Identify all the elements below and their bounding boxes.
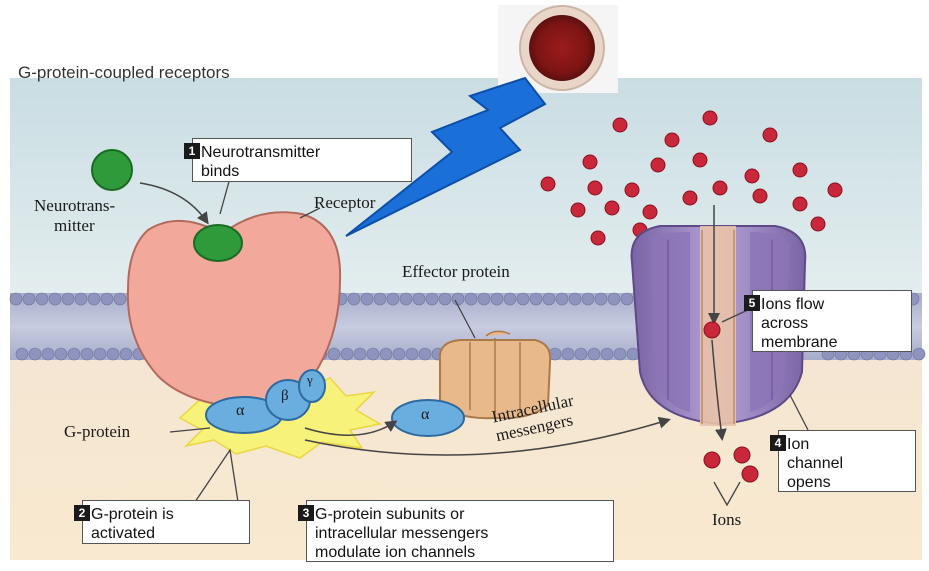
step3-callout: 3 G-protein subunits or intracellular me…: [298, 500, 614, 562]
g-protein-label: G-protein: [64, 422, 131, 441]
ion: [744, 168, 760, 184]
ions-label: Ions: [712, 510, 742, 529]
step2-callout: 2 G-protein is activated: [74, 500, 250, 544]
ion: [570, 202, 586, 218]
step4-line1: Ion: [787, 436, 810, 453]
ions-pointer: [713, 481, 741, 507]
g-protein: [205, 369, 326, 434]
neurotransmitter-label: Neurotrans- mitter: [34, 196, 115, 236]
ion: [650, 157, 666, 173]
ion: [752, 188, 768, 204]
petri-dish-icon: [498, 5, 618, 93]
ion: [792, 196, 808, 212]
neurotransmitter-label-line1: Neurotrans-: [34, 196, 116, 215]
step4-callout: 4 Ion channel opens: [770, 430, 916, 492]
step5-line2: across: [761, 315, 809, 332]
receptor: [126, 211, 342, 410]
step2-line1: G-protein is: [91, 506, 174, 523]
ion: [590, 230, 606, 246]
effector-alpha-label: α: [421, 406, 430, 423]
ion: [604, 200, 620, 216]
binding-arrow: [139, 182, 209, 225]
step5-line1: Ions flow: [761, 296, 825, 313]
step4-line3: opens: [787, 474, 831, 491]
alpha-subunit-label: α: [236, 402, 245, 419]
lightning-bolt-icon: [345, 76, 547, 237]
step2-line2: activated: [91, 525, 156, 542]
neurotransmitter-label-line2: mitter: [54, 216, 95, 235]
page-title: G-protein-coupled receptors: [18, 63, 230, 82]
ion: [642, 204, 658, 220]
effector-protein: [438, 330, 552, 420]
released-alpha-subunit: [391, 399, 465, 437]
ion: [582, 154, 598, 170]
free-neurotransmitter: [91, 149, 133, 191]
ion: [612, 117, 628, 133]
receptor-label: Receptor: [314, 193, 376, 212]
ion: [587, 180, 603, 196]
ions-extracellular: [540, 110, 843, 246]
receptor-pointer: [299, 207, 321, 219]
messenger-arrow: [304, 416, 671, 456]
ion: [827, 182, 843, 198]
ion: [692, 152, 708, 168]
ion: [664, 132, 680, 148]
ion: [703, 321, 721, 339]
g-protein-pointer: [169, 427, 211, 433]
bound-neurotransmitter: [193, 224, 243, 262]
alpha-release-arrow: [304, 420, 398, 436]
ion: [682, 190, 698, 206]
effector-pointer: [454, 299, 476, 339]
ion: [702, 110, 718, 126]
step4-pointer: [789, 394, 809, 431]
step1-line1: Neurotransmitter: [201, 144, 321, 161]
step4-line2: channel: [787, 455, 844, 472]
ion: [624, 182, 640, 198]
step3-number: 3: [298, 505, 314, 521]
step1-number: 1: [184, 143, 200, 159]
step1-line2: binds: [201, 163, 240, 180]
step2-number: 2: [74, 505, 90, 521]
ion: [540, 176, 556, 192]
step1-callout: 1 Neurotransmitter binds: [184, 138, 412, 182]
ion: [762, 127, 778, 143]
step1-pointer: [219, 177, 231, 215]
step3-line1: G-protein subunits or: [315, 506, 465, 523]
step5-number: 5: [744, 295, 760, 311]
ion: [712, 180, 728, 196]
step3-line3: modulate ion channels: [315, 544, 476, 561]
step2-pointer: [194, 448, 239, 503]
step3-line2: intracellular messengers: [315, 525, 489, 542]
ion: [792, 162, 808, 178]
ions-intracellular: [703, 446, 759, 483]
ion-exit-arrow: [711, 339, 727, 441]
step5-callout: 5 Ions flow across membrane: [744, 290, 912, 352]
gamma-subunit-label: γ: [307, 372, 313, 387]
ion: [810, 216, 826, 232]
step4-number: 4: [770, 435, 786, 451]
beta-subunit-label: β: [281, 388, 289, 404]
effector-protein-label: Effector protein: [402, 262, 510, 281]
step5-line3: membrane: [761, 334, 838, 351]
